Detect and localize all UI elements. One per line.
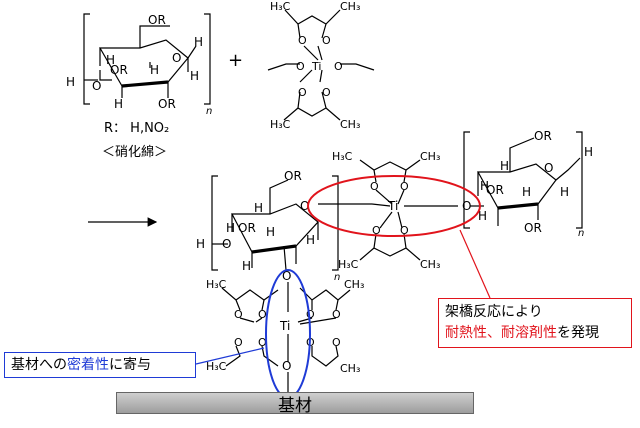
or-label: OR: [238, 221, 256, 235]
h-label: H: [522, 185, 531, 199]
h-label: H: [306, 233, 315, 247]
h-label: H: [114, 97, 123, 111]
o-label: O: [234, 336, 243, 349]
o-label: O: [332, 308, 341, 321]
o-label: O: [334, 60, 343, 73]
adhesion-prefix-text: 基材への: [11, 357, 67, 373]
h-label: H: [560, 185, 569, 199]
nitrocellulose-unit: [83, 13, 211, 105]
plus-sign: +: [228, 50, 243, 71]
adhesion-suffix-text: に寄与: [109, 357, 151, 373]
or-label: OR: [110, 63, 128, 77]
o-label: O: [234, 308, 243, 321]
h-label: H: [478, 209, 487, 223]
h3c-label: H₃C: [270, 118, 291, 131]
titanium-reagent: [267, 9, 375, 121]
adhesion-callout: 基材への密着性に寄与: [4, 352, 196, 378]
ch3-label: CH₃: [340, 362, 360, 375]
h3c-label: H₃C: [338, 258, 359, 271]
nitrocellulose-label: ＜硝化綿＞: [102, 145, 167, 160]
h-label: H: [266, 225, 275, 239]
o-label: O: [370, 180, 379, 193]
ch3-label: CH₃: [340, 118, 360, 131]
h3c-label: H₃C: [206, 360, 227, 373]
ch3-label: CH₃: [420, 150, 440, 163]
crosslink-callout-connector: [459, 229, 491, 299]
ch3-label: CH₃: [344, 278, 364, 291]
o-label: O: [400, 224, 409, 237]
callout-suffix-text: を発現: [557, 325, 599, 341]
n-subscript: n: [334, 272, 340, 283]
crosslink-callout-line1: 架橋反応により: [445, 304, 543, 320]
r-definition: R： H,NO₂: [104, 121, 169, 136]
ch3-label: CH₃: [340, 0, 360, 13]
crosslink-callout-line2: 耐熱性、耐溶剤性を発現: [445, 323, 625, 344]
o-label: O: [92, 79, 101, 93]
or-label: OR: [148, 13, 166, 27]
product-left-unit: [211, 175, 372, 271]
o-label: O: [258, 308, 267, 321]
product-right-unit: [463, 131, 583, 229]
o-label: O: [282, 359, 291, 373]
crosslink-callout: 架橋反応により 耐熱性、耐溶剤性を発現: [438, 298, 632, 348]
substrate-plate: 基材: [116, 392, 474, 416]
h-label: H: [242, 259, 251, 273]
o-label: O: [322, 34, 331, 47]
ch3-label: CH₃: [420, 258, 440, 271]
substrate-ti-complex: [221, 282, 351, 392]
crosslink-highlight-ellipse: [307, 175, 481, 237]
solvent-resistance-text: 耐溶剤性: [501, 325, 557, 341]
h3c-label: H₃C: [332, 150, 353, 163]
or-label: OR: [524, 221, 542, 235]
h-label: H: [196, 237, 205, 251]
h-label: H: [194, 35, 203, 49]
h-label: H: [480, 179, 489, 193]
ti-label: Ti: [387, 199, 398, 213]
h3c-label: H₃C: [206, 278, 227, 291]
adhesion-text: 密着性: [67, 357, 109, 373]
o-label: O: [258, 336, 267, 349]
o-label: O: [400, 180, 409, 193]
n-subscript: n: [578, 228, 584, 239]
h-label: H: [190, 69, 199, 83]
ti-label: Ti: [279, 319, 290, 333]
h-label: H: [150, 63, 159, 77]
or-label: OR: [284, 169, 302, 183]
o-label: O: [372, 224, 381, 237]
o-label: O: [544, 161, 553, 175]
h3c-label: H₃C: [270, 0, 291, 13]
ti-label: Ti: [311, 60, 321, 73]
o-label: O: [282, 269, 291, 283]
h-label: H: [584, 145, 593, 159]
o-label: O: [298, 34, 307, 47]
heat-resistance-text: 耐熱性: [445, 325, 487, 341]
o-label: O: [322, 86, 331, 99]
o-label: O: [306, 308, 315, 321]
substrate-label: 基材: [278, 395, 312, 416]
h-label: H: [254, 201, 263, 215]
ring-o-label: O: [172, 51, 181, 65]
o-label: O: [298, 86, 307, 99]
or-label: OR: [486, 183, 504, 197]
or-label: OR: [534, 129, 552, 143]
o-label: O: [300, 199, 309, 213]
n-subscript: n: [206, 106, 212, 117]
adhesion-callout-connector: [195, 347, 265, 365]
h-label: H: [500, 159, 509, 173]
or-label: OR: [158, 97, 176, 111]
h-label: H: [106, 53, 115, 67]
o-label: O: [332, 336, 341, 349]
o-label: O: [462, 199, 471, 213]
h-label: H: [66, 75, 75, 89]
crosslink-ti-complex: [359, 159, 458, 261]
o-label: O: [296, 60, 305, 73]
h-label: H: [226, 221, 235, 235]
o-label: O: [222, 237, 231, 251]
separator-text: 、: [487, 325, 501, 341]
